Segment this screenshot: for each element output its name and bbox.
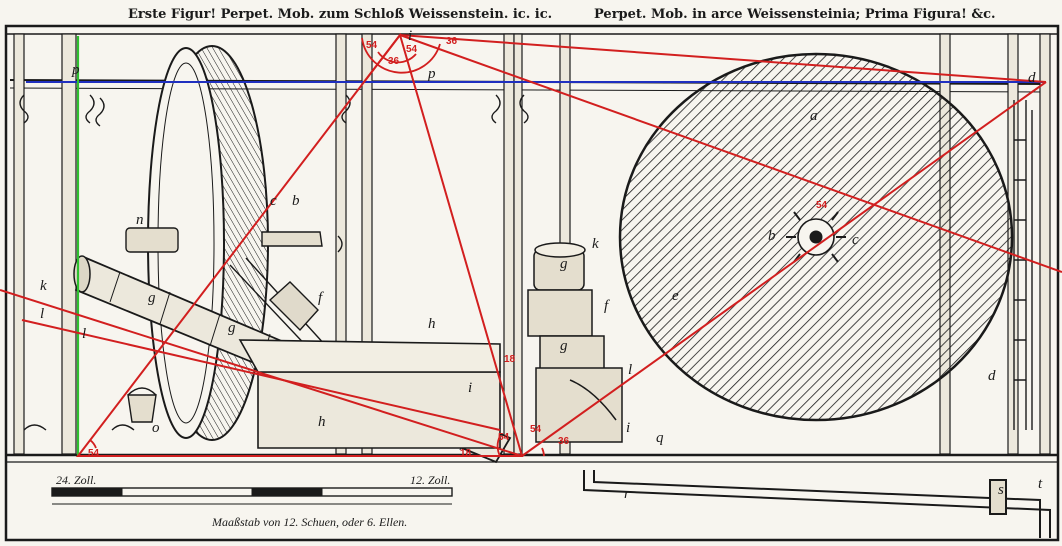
letter-k-1: k bbox=[592, 236, 599, 252]
letter-p-1: p bbox=[427, 66, 436, 82]
right-hatched-wheel bbox=[618, 52, 1014, 422]
angle-labels: 54 54 54 54 54 54 36 36 36 18 18 bbox=[88, 36, 828, 459]
letter-g-2: g bbox=[560, 256, 568, 272]
letter-f-1: f bbox=[604, 298, 610, 314]
letter-b-0: b bbox=[292, 193, 300, 209]
letter-i-1: i bbox=[468, 380, 472, 396]
letter-r-0: r bbox=[624, 486, 630, 502]
letter-c-1: c bbox=[852, 232, 859, 248]
letter-l-1: l bbox=[82, 326, 86, 342]
angle-54-0: 54 bbox=[366, 40, 378, 51]
angle-54-5: 54 bbox=[816, 200, 828, 211]
letter-g-0: g bbox=[148, 290, 156, 306]
letter-g-1: g bbox=[228, 320, 236, 336]
letter-n-0: n bbox=[136, 212, 144, 228]
angle-54-2: 54 bbox=[88, 448, 100, 459]
letter-a-0: a bbox=[810, 108, 818, 124]
angle-36-2: 36 bbox=[558, 436, 570, 447]
lower-pipe bbox=[583, 470, 1051, 538]
caption-right: Perpet. Mob. in arce Weissensteinia; Pri… bbox=[594, 7, 996, 22]
letter-i-0: i bbox=[408, 28, 412, 44]
letter-b-1: b bbox=[768, 228, 776, 244]
letter-h-0: h bbox=[428, 316, 436, 332]
letter-o-0: o bbox=[152, 420, 160, 436]
scale-left-tick: 24. Zoll. bbox=[56, 473, 96, 487]
angle-36-0: 36 bbox=[446, 36, 458, 47]
letter-l-0: l bbox=[40, 306, 44, 322]
letter-s-0: s bbox=[998, 482, 1004, 498]
red-construction-lines bbox=[0, 32, 1062, 457]
letter-e-0: e bbox=[672, 288, 679, 304]
letter-c-0: c bbox=[270, 193, 277, 209]
right-machinery bbox=[527, 242, 623, 443]
letter-g-3: g bbox=[560, 338, 568, 354]
letter-t-0: t bbox=[1038, 476, 1043, 492]
angle-36-1: 36 bbox=[388, 56, 400, 67]
angle-arcs bbox=[89, 37, 545, 457]
angle-54-4: 54 bbox=[530, 424, 542, 435]
bracket-ornaments bbox=[19, 94, 529, 431]
angle-54-1: 54 bbox=[406, 44, 418, 55]
letter-i-2: i bbox=[626, 420, 630, 436]
caption-left: Erste Figur! Perpet. Mob. zum Schloß Wei… bbox=[128, 7, 552, 22]
angle-18-1: 18 bbox=[460, 448, 472, 459]
letter-p-0: p bbox=[71, 62, 80, 78]
angle-54-3: 54 bbox=[498, 432, 510, 443]
letter-h-1: h bbox=[318, 414, 326, 430]
winch-and-bucket bbox=[125, 227, 323, 423]
letter-f-0: f bbox=[318, 290, 324, 306]
letter-d-0: d bbox=[1028, 70, 1036, 86]
scale-bar bbox=[51, 487, 453, 505]
scale-right-tick: 12. Zoll. bbox=[410, 473, 450, 487]
central-trough bbox=[238, 339, 501, 449]
right-side-pipes bbox=[1013, 100, 1033, 430]
letter-k-0: k bbox=[40, 278, 47, 294]
angled-arm bbox=[229, 257, 327, 353]
letter-d-1: d bbox=[988, 368, 996, 384]
letter-l-2: l bbox=[628, 362, 632, 378]
scale-label: Maaßstab von 12. Schuen, oder 6. Ellen. bbox=[211, 515, 407, 529]
angle-18-0: 18 bbox=[504, 354, 516, 365]
letter-q-0: q bbox=[656, 430, 664, 446]
